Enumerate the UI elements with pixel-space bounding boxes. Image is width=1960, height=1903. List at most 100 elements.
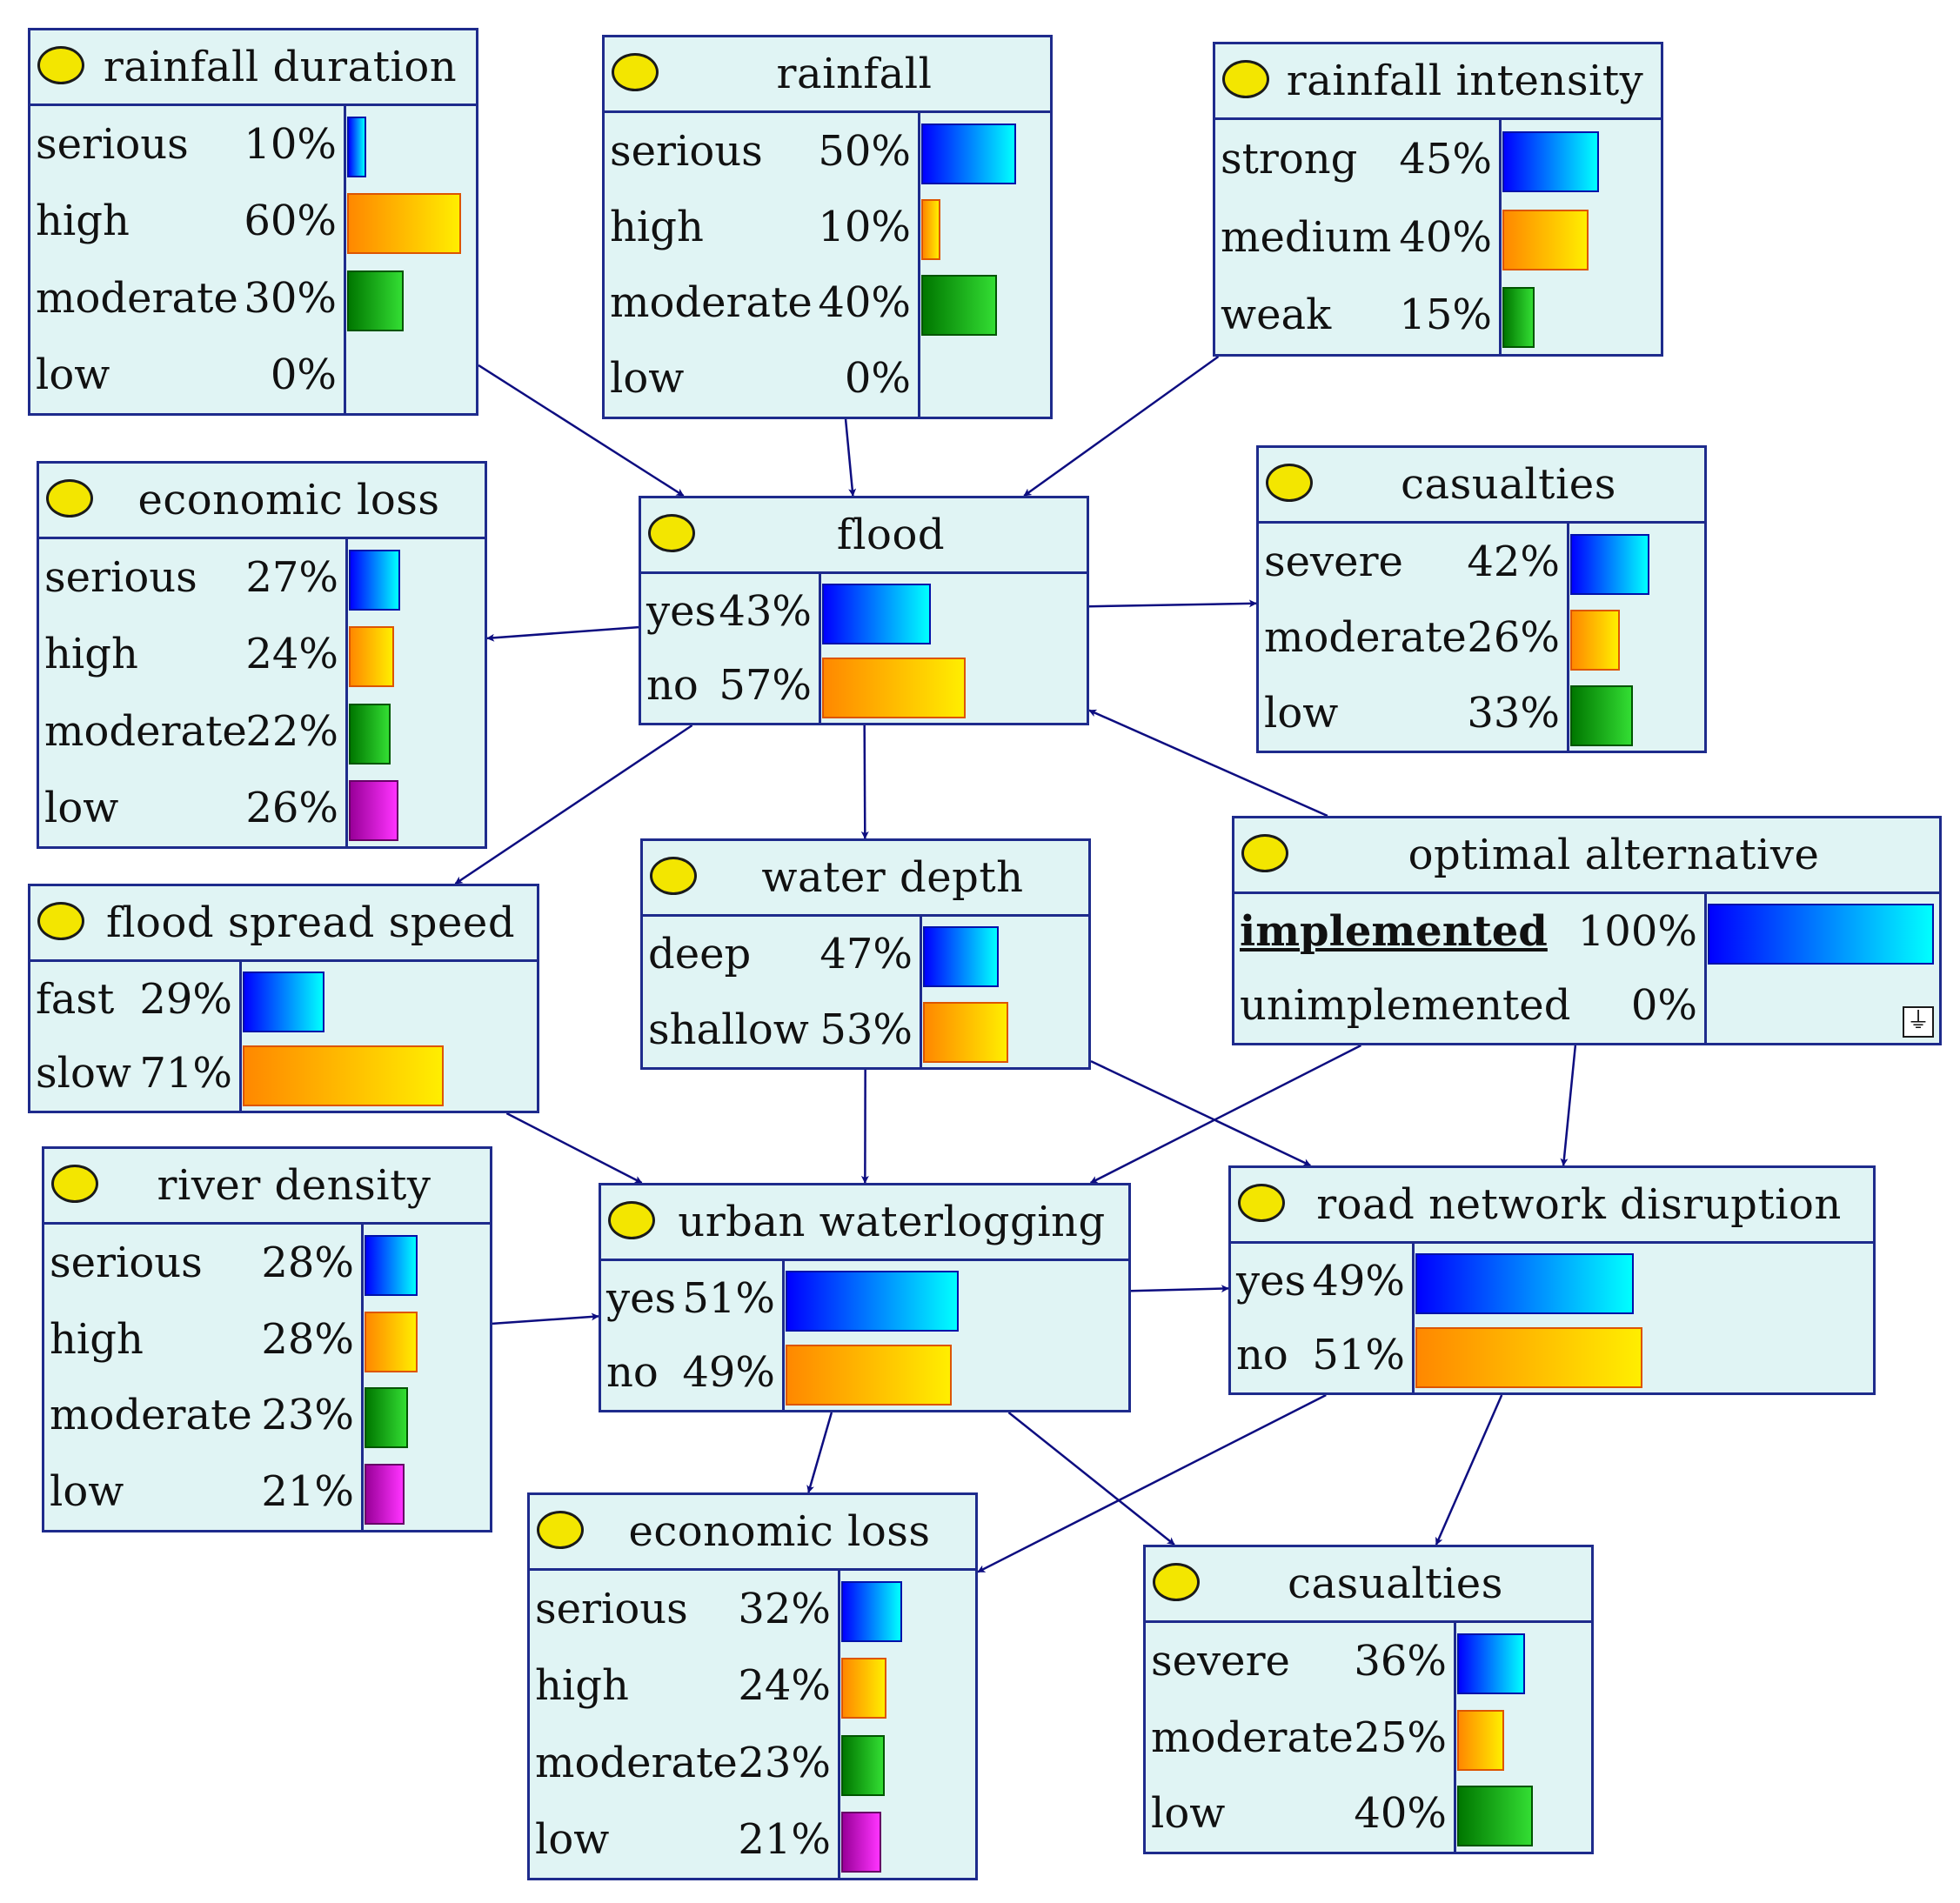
state-label: high	[44, 630, 138, 679]
node-header[interactable]: casualties	[1259, 448, 1704, 524]
probability-bar	[365, 1234, 418, 1296]
node-header[interactable]: road network disruption	[1231, 1168, 1873, 1244]
node-header[interactable]: rainfall	[605, 37, 1050, 113]
node-header[interactable]: economic loss	[530, 1495, 975, 1571]
state-label: medium	[1221, 212, 1392, 262]
state-label: high	[610, 202, 704, 251]
node-header[interactable]: flood	[641, 498, 1087, 574]
state-probability: 49%	[1312, 1256, 1405, 1305]
node-title: rainfall duration	[103, 43, 458, 91]
state-probability: 15%	[1399, 290, 1492, 340]
state-row[interactable]: low 26%	[39, 770, 485, 846]
collapse-toggle-icon[interactable]: ⏚	[1903, 1006, 1934, 1038]
state-label: yes	[646, 586, 717, 636]
state-probability: 26%	[245, 783, 338, 832]
edge-flood-spread-speed-to-urban-waterlogging	[505, 1112, 643, 1185]
state-probability: 50%	[818, 126, 911, 176]
node-header[interactable]: economic loss	[39, 464, 485, 539]
probability-bar	[243, 971, 324, 1032]
edge-optimal-alternative-to-road-network-disruption	[1560, 1045, 1577, 1166]
node-header[interactable]: rainfall intensity	[1215, 44, 1661, 120]
node-header[interactable]: river density	[44, 1149, 490, 1225]
column-divider	[838, 1571, 840, 1878]
probability-bar	[841, 1581, 902, 1643]
state-probability: 24%	[738, 1661, 831, 1711]
node-header[interactable]: casualties	[1146, 1547, 1591, 1623]
node-header[interactable]: water depth	[643, 841, 1088, 917]
column-divider	[1499, 120, 1502, 354]
node-title: road network disruption	[1316, 1180, 1842, 1229]
node-title: water depth	[761, 853, 1024, 902]
node-header[interactable]: rainfall duration	[30, 30, 476, 106]
state-label: yes	[606, 1273, 677, 1323]
node-header[interactable]: flood spread speed	[30, 886, 537, 962]
edge-rainfall-intensity-to-flood	[1023, 355, 1220, 497]
node-header[interactable]: optimal alternative	[1234, 818, 1939, 894]
node-header[interactable]: urban waterlogging	[601, 1185, 1128, 1261]
node-title: flood	[836, 511, 946, 559]
column-divider	[782, 1261, 785, 1410]
column-divider	[344, 106, 346, 413]
state-label: low	[44, 783, 119, 832]
probability-bar	[1570, 684, 1633, 746]
state-probability: 23%	[738, 1738, 831, 1787]
